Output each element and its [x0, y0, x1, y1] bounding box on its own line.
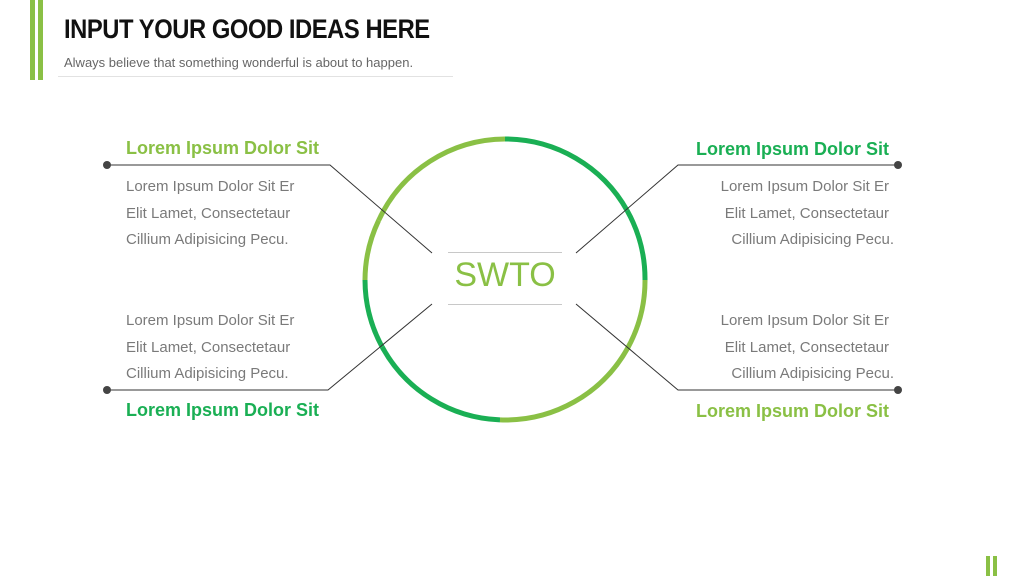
header-accent-bar-2: [38, 0, 43, 80]
center-rule-top: [448, 252, 562, 253]
ring-segment-green-bottom: [380, 345, 501, 423]
connector-dot-bottom-right: [894, 386, 902, 394]
body-line: Elit Lamet, Consectetaur: [724, 338, 889, 356]
ring-segment-lightgreen-bottom: [499, 346, 631, 423]
header-accent-bar-1: [30, 0, 35, 80]
block-body-top-left: Lorem Ipsum Dolor Sit Er Elit Lamet, Con…: [126, 174, 294, 254]
corner-accent-bar-2: [993, 556, 997, 576]
connector-top-right: [575, 164, 898, 254]
title-divider: [58, 76, 453, 77]
ring-segment-green-top: [504, 136, 630, 212]
block-heading-bottom-right: Lorem Ipsum Dolor Sit: [695, 401, 889, 421]
ring-segment-lightgreen-left: [362, 219, 381, 281]
block-heading-top-right: Lorem Ipsum Dolor Sit: [695, 139, 889, 159]
block-body-bottom-left: Lorem Ipsum Dolor Sit Er Elit Lamet, Con…: [126, 308, 294, 388]
center-label: SWTO: [454, 256, 556, 294]
connector-top-left: [107, 164, 433, 254]
connector-dot-top-right: [894, 161, 902, 169]
body-line: Cillium Adipisicing Pecu.: [731, 231, 894, 249]
body-line: Lorem Ipsum Dolor Sit Er: [126, 178, 295, 195]
connector-bottom-left: [107, 303, 433, 391]
body-line: Cillium Adipisicing Pecu.: [731, 365, 894, 383]
block-body-top-right: Lorem Ipsum Dolor Sit Er Elit Lamet, Con…: [721, 174, 894, 254]
body-line: Elit Lamet, Consectetaur: [126, 204, 291, 222]
block-heading-top-left: Lorem Ipsum Dolor Sit: [126, 138, 320, 158]
body-line: Cillium Adipisicing Pecu.: [126, 365, 289, 383]
block-heading-bottom-left: Lorem Ipsum Dolor Sit: [126, 400, 320, 420]
center-rule-bottom: [448, 304, 562, 305]
ring-segment-lightgreen-right: [625, 279, 648, 349]
body-line: Elit Lamet, Consectetaur: [724, 204, 889, 222]
body-line: Lorem Ipsum Dolor Sit Er: [126, 312, 295, 329]
block-body-bottom-right: Lorem Ipsum Dolor Sit Er Elit Lamet, Con…: [721, 308, 894, 388]
corner-accent-bar-1: [986, 556, 990, 576]
ring-segment-green-right: [624, 209, 648, 281]
connector-dot-top-left: [103, 161, 111, 169]
body-line: Lorem Ipsum Dolor Sit Er: [720, 312, 889, 329]
connector-bottom-right: [575, 303, 898, 391]
ring-segment-green-left: [362, 279, 385, 349]
page-title: INPUT YOUR GOOD IDEAS HERE: [64, 14, 430, 44]
body-line: Cillium Adipisicing Pecu.: [126, 231, 289, 249]
body-line: Lorem Ipsum Dolor Sit Er: [720, 178, 889, 195]
ring-segment-lightgreen-top: [376, 136, 506, 222]
connector-dot-bottom-left: [103, 386, 111, 394]
page-subtitle: Always believe that something wonderful …: [64, 55, 414, 70]
body-line: Elit Lamet, Consectetaur: [126, 338, 291, 356]
